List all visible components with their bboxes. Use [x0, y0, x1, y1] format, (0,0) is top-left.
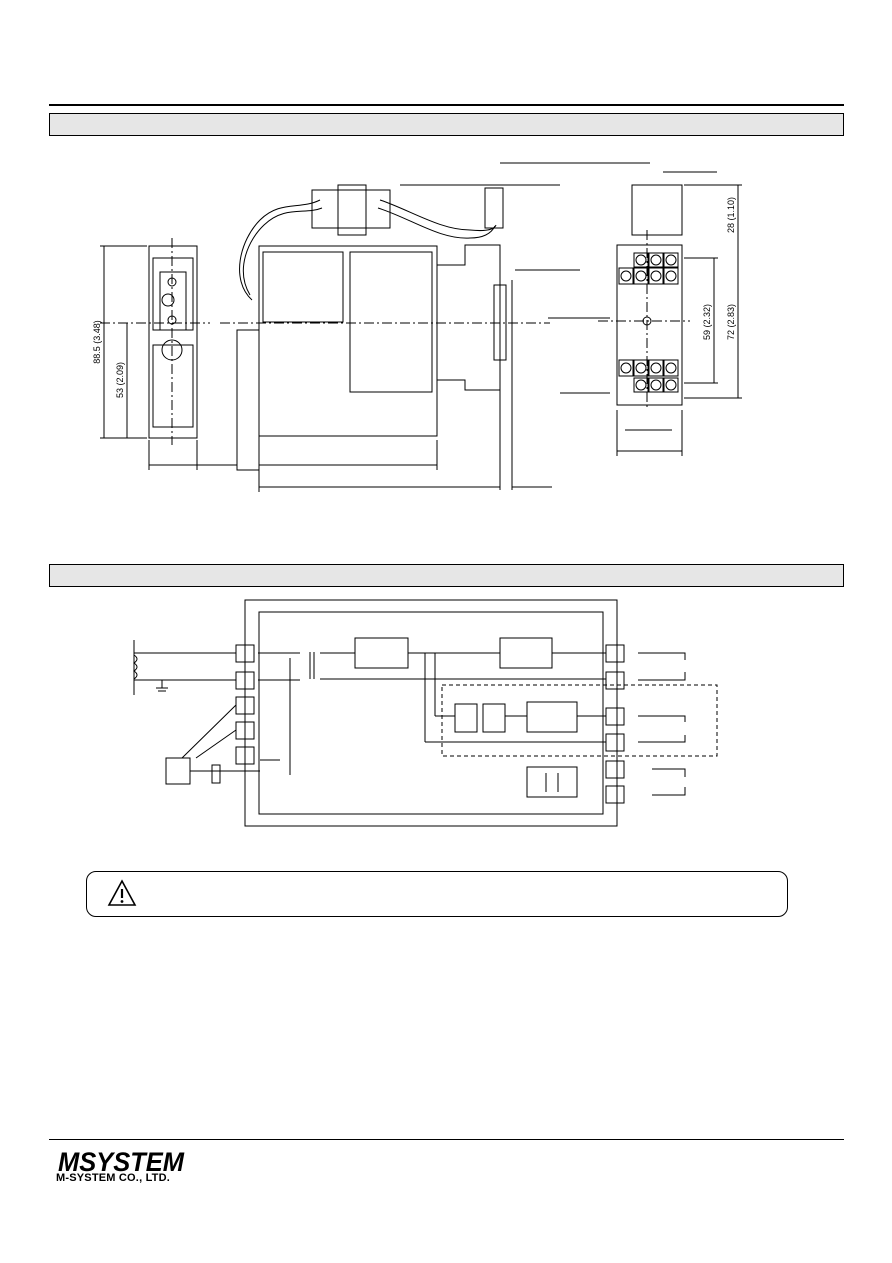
header-rule — [49, 104, 844, 106]
dimensions-section-bar — [49, 113, 844, 136]
front-view-outline — [148, 245, 198, 439]
block-diagram — [133, 599, 718, 827]
dim-socket-top: 28 (1.10) — [726, 197, 736, 233]
logo-text: MSYSTEM — [58, 1149, 184, 1175]
warning-triangle-icon — [107, 879, 137, 906]
block-diagram-section-bar — [49, 564, 844, 587]
footer-rule — [49, 1139, 844, 1140]
warning-box — [86, 871, 788, 917]
dim-socket-outer: 72 (2.83) — [726, 304, 736, 340]
side-view-outline — [258, 245, 438, 437]
company-name: M-SYSTEM CO., LTD. — [56, 1172, 171, 1184]
msystem-logo: MSYSTEM — [58, 1149, 184, 1175]
dim-height-total: 88.5 (3.48) — [92, 320, 102, 364]
dim-socket-inner: 59 (2.32) — [702, 304, 712, 340]
socket-outline — [616, 244, 683, 406]
dim-height-center: 53 (2.09) — [115, 362, 125, 398]
